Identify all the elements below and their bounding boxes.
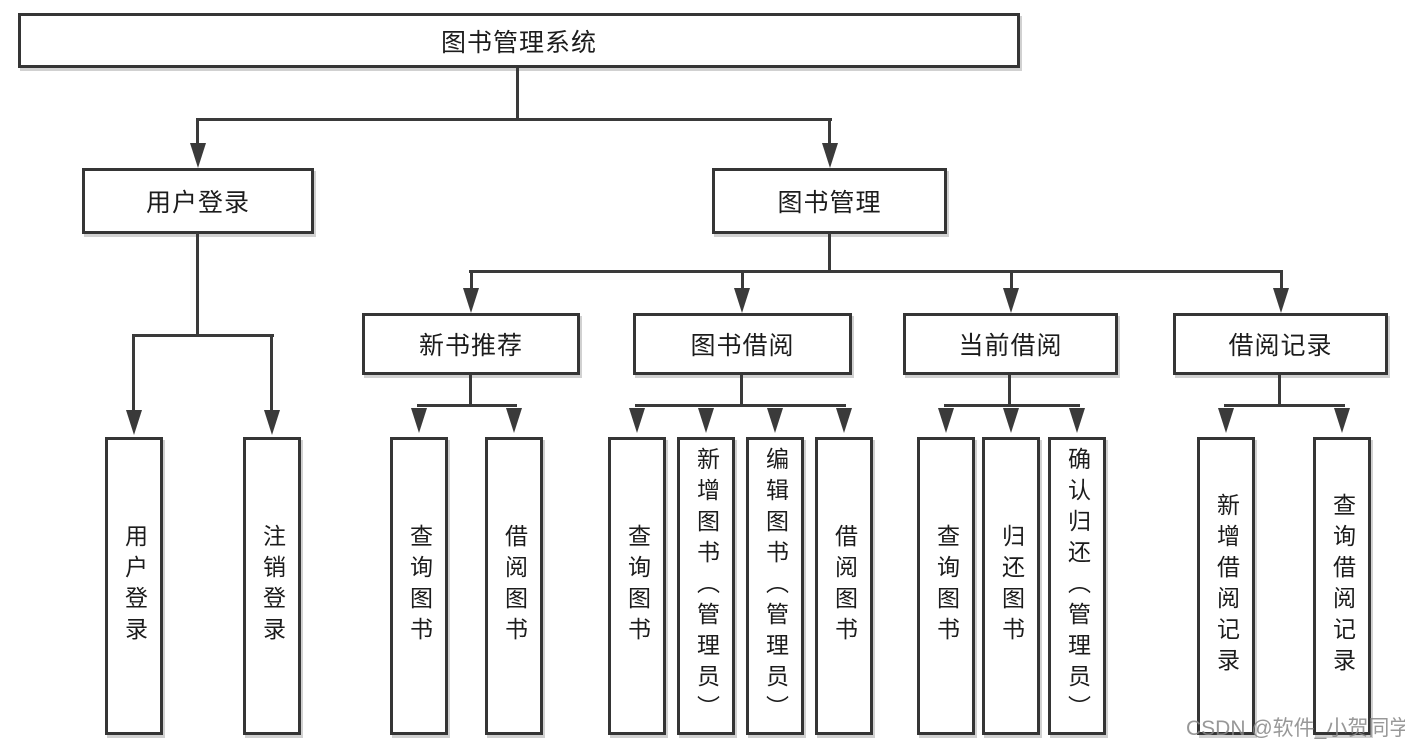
node-label: 归还图书: [998, 524, 1025, 648]
node-label: 查询图书: [406, 524, 433, 648]
node-user-login: 用户登录: [82, 168, 314, 234]
connector-line: [516, 68, 519, 120]
node-query-books-recommend: 查询图书: [390, 437, 448, 735]
connector-line: [469, 270, 1283, 273]
connector-arrow: [463, 288, 479, 313]
node-borrow-books-borrowing: 借阅图书: [815, 437, 873, 735]
connector-arrow: [767, 408, 783, 433]
node-label: 借阅记录: [1228, 332, 1333, 360]
node-book-borrowing: 图书借阅: [633, 313, 852, 375]
connector-line: [1010, 270, 1013, 290]
connector-line: [470, 270, 473, 290]
node-borrow-books-recommend: 借阅图书: [485, 437, 543, 735]
connector-line: [196, 233, 199, 336]
node-label: 图书管理系统: [440, 28, 597, 57]
connector-line: [741, 270, 744, 290]
connector-line: [196, 118, 832, 121]
node-book-management: 图书管理: [712, 168, 947, 234]
node-logout-action: 注销登录: [243, 437, 301, 735]
connector-line: [1008, 375, 1011, 407]
node-add-books-admin: 新增图书（管理员）: [677, 437, 735, 735]
node-query-books-current: 查询图书: [917, 437, 975, 735]
connector-arrow: [629, 408, 645, 433]
node-label: 图书借阅: [690, 332, 795, 360]
node-label: 借阅图书: [501, 524, 528, 648]
node-label: 查询图书: [933, 524, 960, 648]
csdn-watermark: CSDN @软件_小贺同学: [1186, 717, 1405, 740]
node-label: 编辑图书（管理员）: [762, 446, 789, 726]
node-label: 新书推荐: [418, 332, 523, 360]
connector-arrow: [1334, 408, 1350, 433]
node-query-books-borrowing: 查询图书: [608, 437, 666, 735]
connector-line: [132, 334, 274, 337]
node-label: 查询图书: [624, 524, 651, 648]
connector-line: [828, 233, 831, 273]
connector-arrow: [1218, 408, 1234, 433]
node-borrowing-records: 借阅记录: [1173, 313, 1388, 375]
connector-arrow: [126, 410, 142, 435]
connector-arrow: [836, 408, 852, 433]
node-label: 注销登录: [259, 524, 286, 648]
node-confirm-return-admin: 确认归还（管理员）: [1048, 437, 1106, 735]
node-label: 确认归还（管理员）: [1064, 446, 1091, 726]
node-edit-books-admin: 编辑图书（管理员）: [746, 437, 804, 735]
connector-line: [1278, 375, 1281, 407]
connector-line: [635, 404, 846, 407]
connector-arrow: [698, 408, 714, 433]
node-add-borrow-record: 新增借阅记录: [1197, 437, 1255, 735]
connector-line: [1280, 270, 1283, 290]
node-label: 用户登录: [121, 524, 148, 648]
connector-arrow: [411, 408, 427, 433]
connector-line: [469, 375, 472, 407]
node-label: 新增借阅记录: [1213, 493, 1240, 679]
node-label: 当前借阅: [958, 332, 1063, 360]
connector-line: [132, 334, 135, 412]
node-label: 新增图书（管理员）: [693, 446, 720, 726]
connector-arrow: [264, 410, 280, 435]
node-label: 用户登录: [145, 189, 250, 217]
connector-arrow: [1003, 288, 1019, 313]
node-current-borrowing: 当前借阅: [903, 313, 1118, 375]
connector-line: [944, 404, 1080, 407]
connector-arrow: [938, 408, 954, 433]
node-user-login-action: 用户登录: [105, 437, 163, 735]
connector-arrow: [1069, 408, 1085, 433]
node-label: 查询借阅记录: [1329, 493, 1356, 679]
connector-line: [828, 118, 831, 145]
connector-line: [417, 404, 517, 407]
connector-line: [196, 118, 199, 145]
connector-line: [1224, 404, 1345, 407]
connector-line: [740, 375, 743, 407]
connector-arrow: [822, 143, 838, 168]
connector-line: [270, 334, 273, 412]
connector-arrow: [506, 408, 522, 433]
node-new-book-recommendation: 新书推荐: [362, 313, 580, 375]
node-library-management-system: 图书管理系统: [18, 13, 1020, 68]
connector-arrow: [1273, 288, 1289, 313]
node-label: 借阅图书: [831, 524, 858, 648]
node-label: 图书管理: [777, 189, 882, 217]
node-query-borrow-record: 查询借阅记录: [1313, 437, 1371, 735]
connector-arrow: [1003, 408, 1019, 433]
node-return-books: 归还图书: [982, 437, 1040, 735]
connector-arrow: [190, 143, 206, 168]
connector-arrow: [734, 288, 750, 313]
